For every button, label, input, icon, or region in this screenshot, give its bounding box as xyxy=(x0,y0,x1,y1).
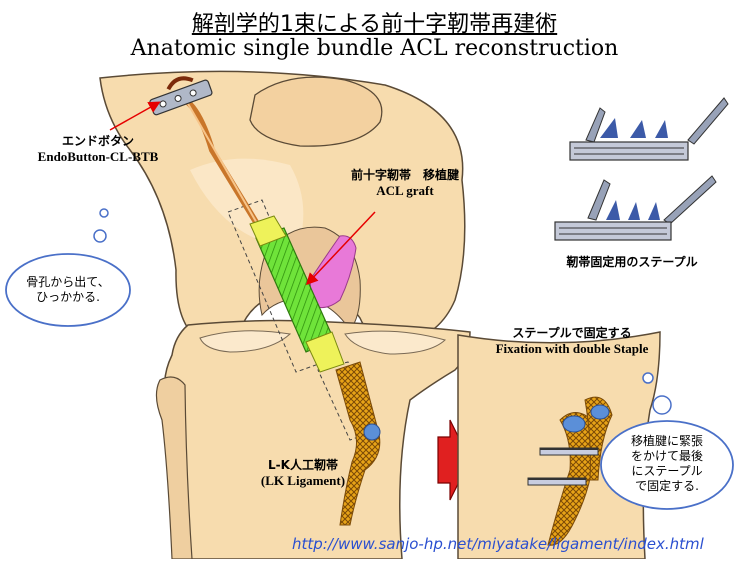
fixation-label: ステープルで固定する Fixation with double Staple xyxy=(482,326,662,356)
graft-lower-end xyxy=(305,331,345,373)
endobutton-label-jp: エンドボタン xyxy=(61,134,134,148)
lk-ligament-mesh xyxy=(335,361,381,526)
bubble-right-line-2: をかけて最後 xyxy=(630,449,703,463)
staple-icon xyxy=(554,175,717,241)
graft-tip xyxy=(249,215,287,247)
inset-tunnel-b xyxy=(590,404,610,420)
fixation-label-jp: ステープルで固定する xyxy=(512,326,632,340)
inset-staple-lower xyxy=(527,477,587,486)
femoral-tunnel xyxy=(227,199,331,373)
lk-ligament-label: L-K人工靭帯 (LK Ligament) xyxy=(250,458,356,488)
graft-label-jp: 前十字靭帯 移植腱 xyxy=(350,168,459,182)
graft-label-en: ACL graft xyxy=(376,183,434,198)
bubble-right-line-4: で固定する. xyxy=(635,479,699,493)
inset-staple-upper xyxy=(539,447,599,456)
source-url-link[interactable]: http://www.sanjo-hp.net/miyatake/ligamen… xyxy=(292,535,704,553)
bubble-right-line-3: にステープル xyxy=(631,464,703,478)
bubble-left-text: 骨孔から出て、 ひっかかる. xyxy=(14,275,122,305)
endobutton-label-en: EndoButton-CL-BTB xyxy=(37,149,159,164)
graft-label: 前十字靭帯 移植腱 ACL graft xyxy=(340,168,470,198)
patella xyxy=(249,76,383,147)
bubble-left-line-1: 骨孔から出て、 xyxy=(26,275,110,289)
title-english: Anatomic single bundle ACL reconstructio… xyxy=(130,36,619,61)
lk-ligament-label-en: (LK Ligament) xyxy=(260,473,346,488)
endobutton-label: エンドボタン EndoButton-CL-BTB xyxy=(28,134,168,164)
bubble-left-line-2: ひっかかる. xyxy=(36,290,100,304)
arrow-graft xyxy=(305,211,376,286)
thought-bubble-icon xyxy=(600,372,734,510)
staple-icon xyxy=(569,97,729,161)
bubble-right-line-1: 移植腱に緊張 xyxy=(630,434,703,448)
thought-bubble-icon xyxy=(5,208,131,327)
fixation-label-en: Fixation with double Staple xyxy=(495,341,649,356)
staple-caption: 靭帯固定用のステープル xyxy=(566,255,698,269)
inset-tunnel-a xyxy=(562,415,586,433)
meniscus-left xyxy=(199,330,292,353)
tibial-staple-head xyxy=(363,423,381,441)
meniscus-right xyxy=(344,330,446,355)
lk-ligament-label-jp: L-K人工靭帯 xyxy=(268,458,338,472)
bubble-right-text: 移植腱に緊張 をかけて最後 にステープル で固定する. xyxy=(614,434,720,494)
arrow-endobutton xyxy=(109,101,161,131)
title-box xyxy=(152,2,596,66)
pcl-ligament xyxy=(309,235,357,309)
title-japanese: 解剖学的1束による前十字靭帯再建術 xyxy=(191,12,558,37)
